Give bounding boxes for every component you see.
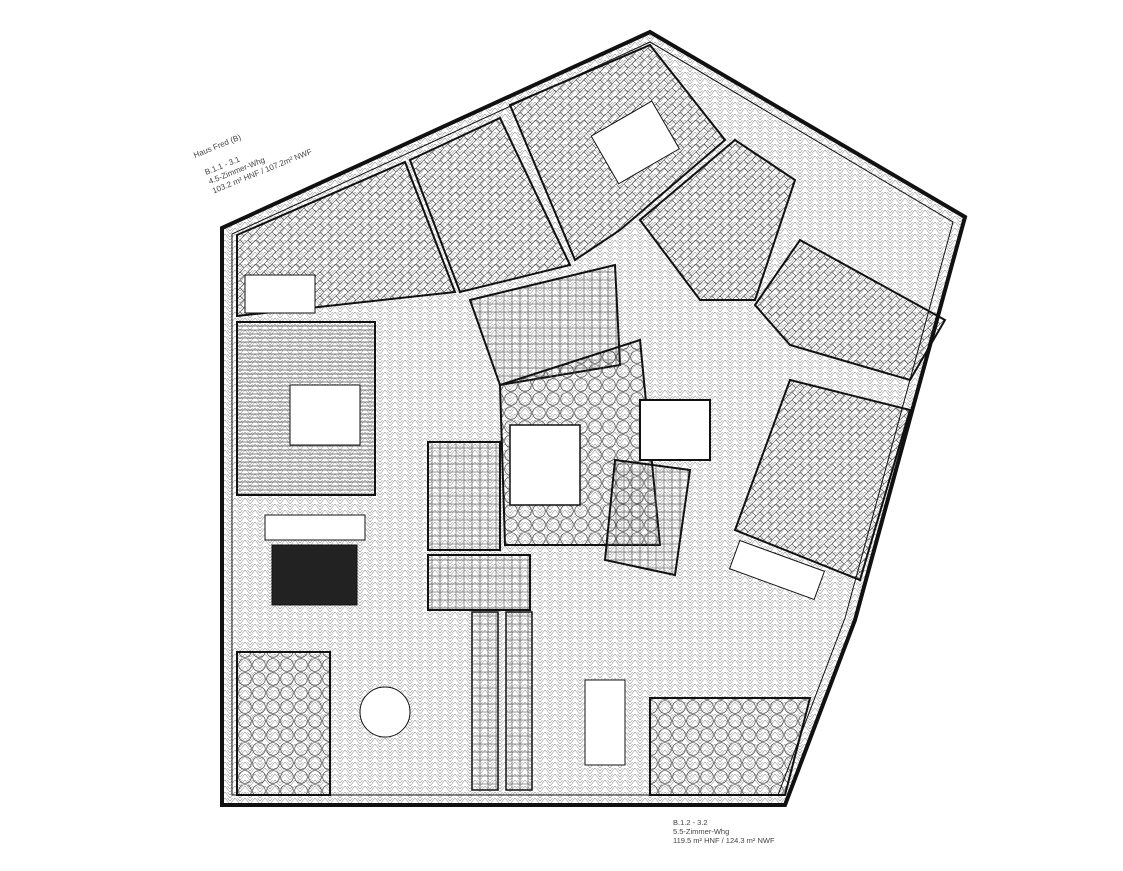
dining-table-west xyxy=(359,686,411,738)
bed xyxy=(289,384,361,446)
stair xyxy=(509,424,581,506)
unit-b-id: B.1.2 - 3.2 xyxy=(673,818,708,827)
balcony-west xyxy=(236,651,331,796)
bedroom-northeast xyxy=(638,138,797,301)
room-southeast xyxy=(733,378,912,582)
unit-b-type: 5.5-Zimmer-Whg xyxy=(673,827,730,836)
balcony-east xyxy=(649,697,812,796)
bathroom-west xyxy=(427,441,501,551)
kitchen-b xyxy=(505,611,533,791)
dining-table-east xyxy=(584,679,626,766)
bench xyxy=(728,539,826,601)
furniture xyxy=(244,100,826,766)
bed-northwest xyxy=(244,274,316,314)
study-north xyxy=(408,116,572,294)
unit-b-label: B.1.2 - 3.2 5.5-Zimmer-Whg 119.5 m² HNF … xyxy=(673,818,775,845)
unit-b-area: 119.5 m² HNF / 124.3 m² NWF xyxy=(673,836,775,845)
bed-north xyxy=(590,100,680,185)
bathroom-east xyxy=(603,458,692,577)
rug xyxy=(271,544,358,606)
kitchen-a xyxy=(471,611,499,791)
exterior-walls xyxy=(220,29,968,807)
lift-shaft xyxy=(639,399,711,461)
storage xyxy=(427,554,531,611)
rooms xyxy=(236,43,947,796)
sofa xyxy=(264,514,366,541)
